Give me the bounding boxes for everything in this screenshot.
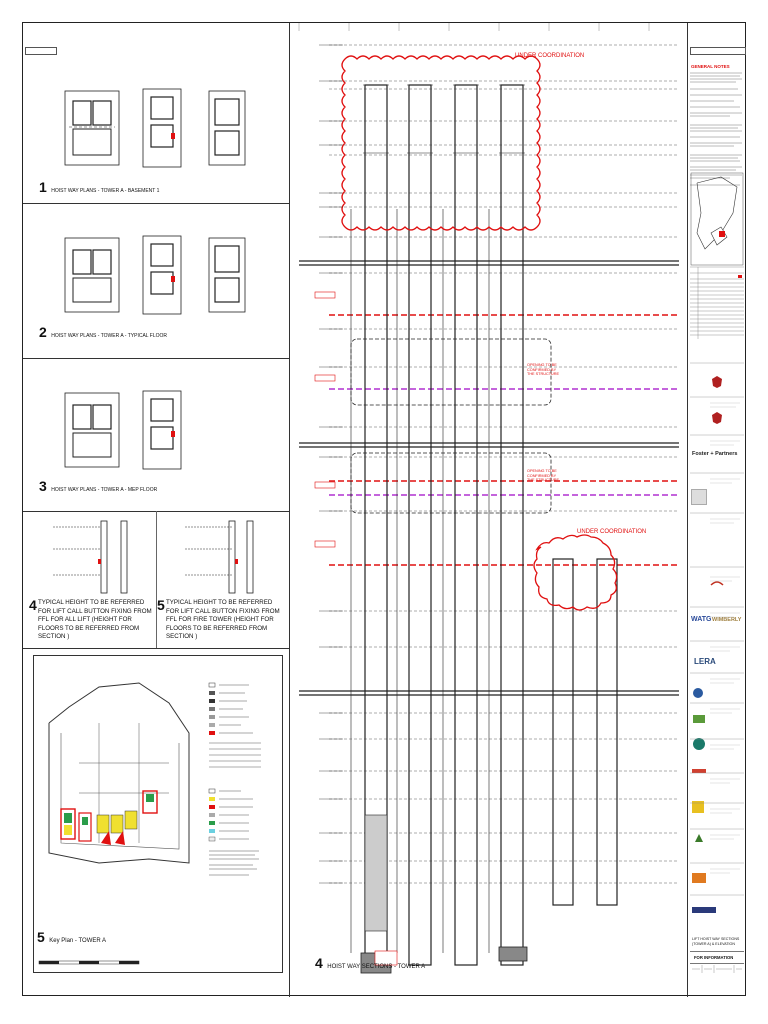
logo-lera: LERA xyxy=(694,657,716,666)
hoist-plan-basement xyxy=(64,88,246,168)
logo-green xyxy=(693,715,705,723)
section-title: 4 HOIST WAY SECTIONS - TOWER A xyxy=(315,955,426,971)
section-panel: UNDER COORDINATION UNDER COORDINATION OP… xyxy=(289,23,687,997)
hoist-plan-typical xyxy=(64,235,246,315)
sheet-number-row xyxy=(692,965,742,973)
key-plan-drawing xyxy=(48,682,190,864)
logo-red-text xyxy=(692,769,706,773)
view-title-3: 3 HOIST WAY PLANS - TOWER A - MEP FLOOR xyxy=(39,478,158,494)
scale-bar xyxy=(38,960,140,965)
call-button-detail-all xyxy=(53,520,128,594)
sheet-status: FOR INFORMATION xyxy=(694,955,734,960)
logo-yellow-square xyxy=(692,801,704,813)
sheet-title: LIFT HOIST WAY SECTIONS (TOWER A) & ELEV… xyxy=(692,937,740,946)
logo-crest-1 xyxy=(712,376,722,388)
title-block-grid xyxy=(690,266,744,339)
logo-foster-partners: Foster + Partners xyxy=(692,451,738,457)
logo-swirl xyxy=(710,581,724,586)
logo-tree xyxy=(695,834,703,842)
drawing-sheet: 1 HOIST WAY PLANS - TOWER A - BASEMENT 1… xyxy=(22,22,746,997)
logo-teal-circle xyxy=(693,738,705,750)
logo-wimberly: WIMBERLY xyxy=(712,617,742,623)
general-notes-text xyxy=(690,72,742,186)
title-block: GENERAL NOTES xyxy=(687,23,746,997)
site-key-map xyxy=(690,172,744,266)
view-title-1: 1 HOIST WAY PLANS - TOWER A - BASEMENT 1 xyxy=(39,179,160,195)
key-plan-frame xyxy=(33,655,283,973)
left-panel: 1 HOIST WAY PLANS - TOWER A - BASEMENT 1… xyxy=(23,23,290,997)
consultant-info-lines xyxy=(690,362,744,896)
hoist-plan-mep xyxy=(64,390,182,470)
logo-nkc xyxy=(692,873,706,883)
logo-crest-2 xyxy=(712,412,722,424)
logo-circle-blue xyxy=(693,688,703,698)
under-coordination-label-top: UNDER COORDINATION xyxy=(515,53,585,59)
view-title-keyplan: 5 Key Plan - TOWER A xyxy=(37,929,107,945)
hoist-way-section-drawing xyxy=(298,23,679,974)
call-button-detail-fire xyxy=(185,520,254,594)
view-title-2: 2 HOIST WAY PLANS - TOWER A - TYPICAL FL… xyxy=(39,324,168,340)
general-notes-heading: GENERAL NOTES xyxy=(691,64,730,69)
logo-psp xyxy=(691,489,707,505)
under-coordination-label-bottom: UNDER COORDINATION xyxy=(577,529,647,535)
logo-navy xyxy=(692,907,716,913)
opening-note-2: OPENING TO BE CONFIRMED BY THE STRUCTURE xyxy=(527,469,560,482)
opening-note-1: OPENING TO BE CONFIRMED BY THE STRUCTURE xyxy=(527,363,560,376)
key-plan-legend xyxy=(208,682,261,876)
logo-watg: WATG xyxy=(691,616,712,623)
